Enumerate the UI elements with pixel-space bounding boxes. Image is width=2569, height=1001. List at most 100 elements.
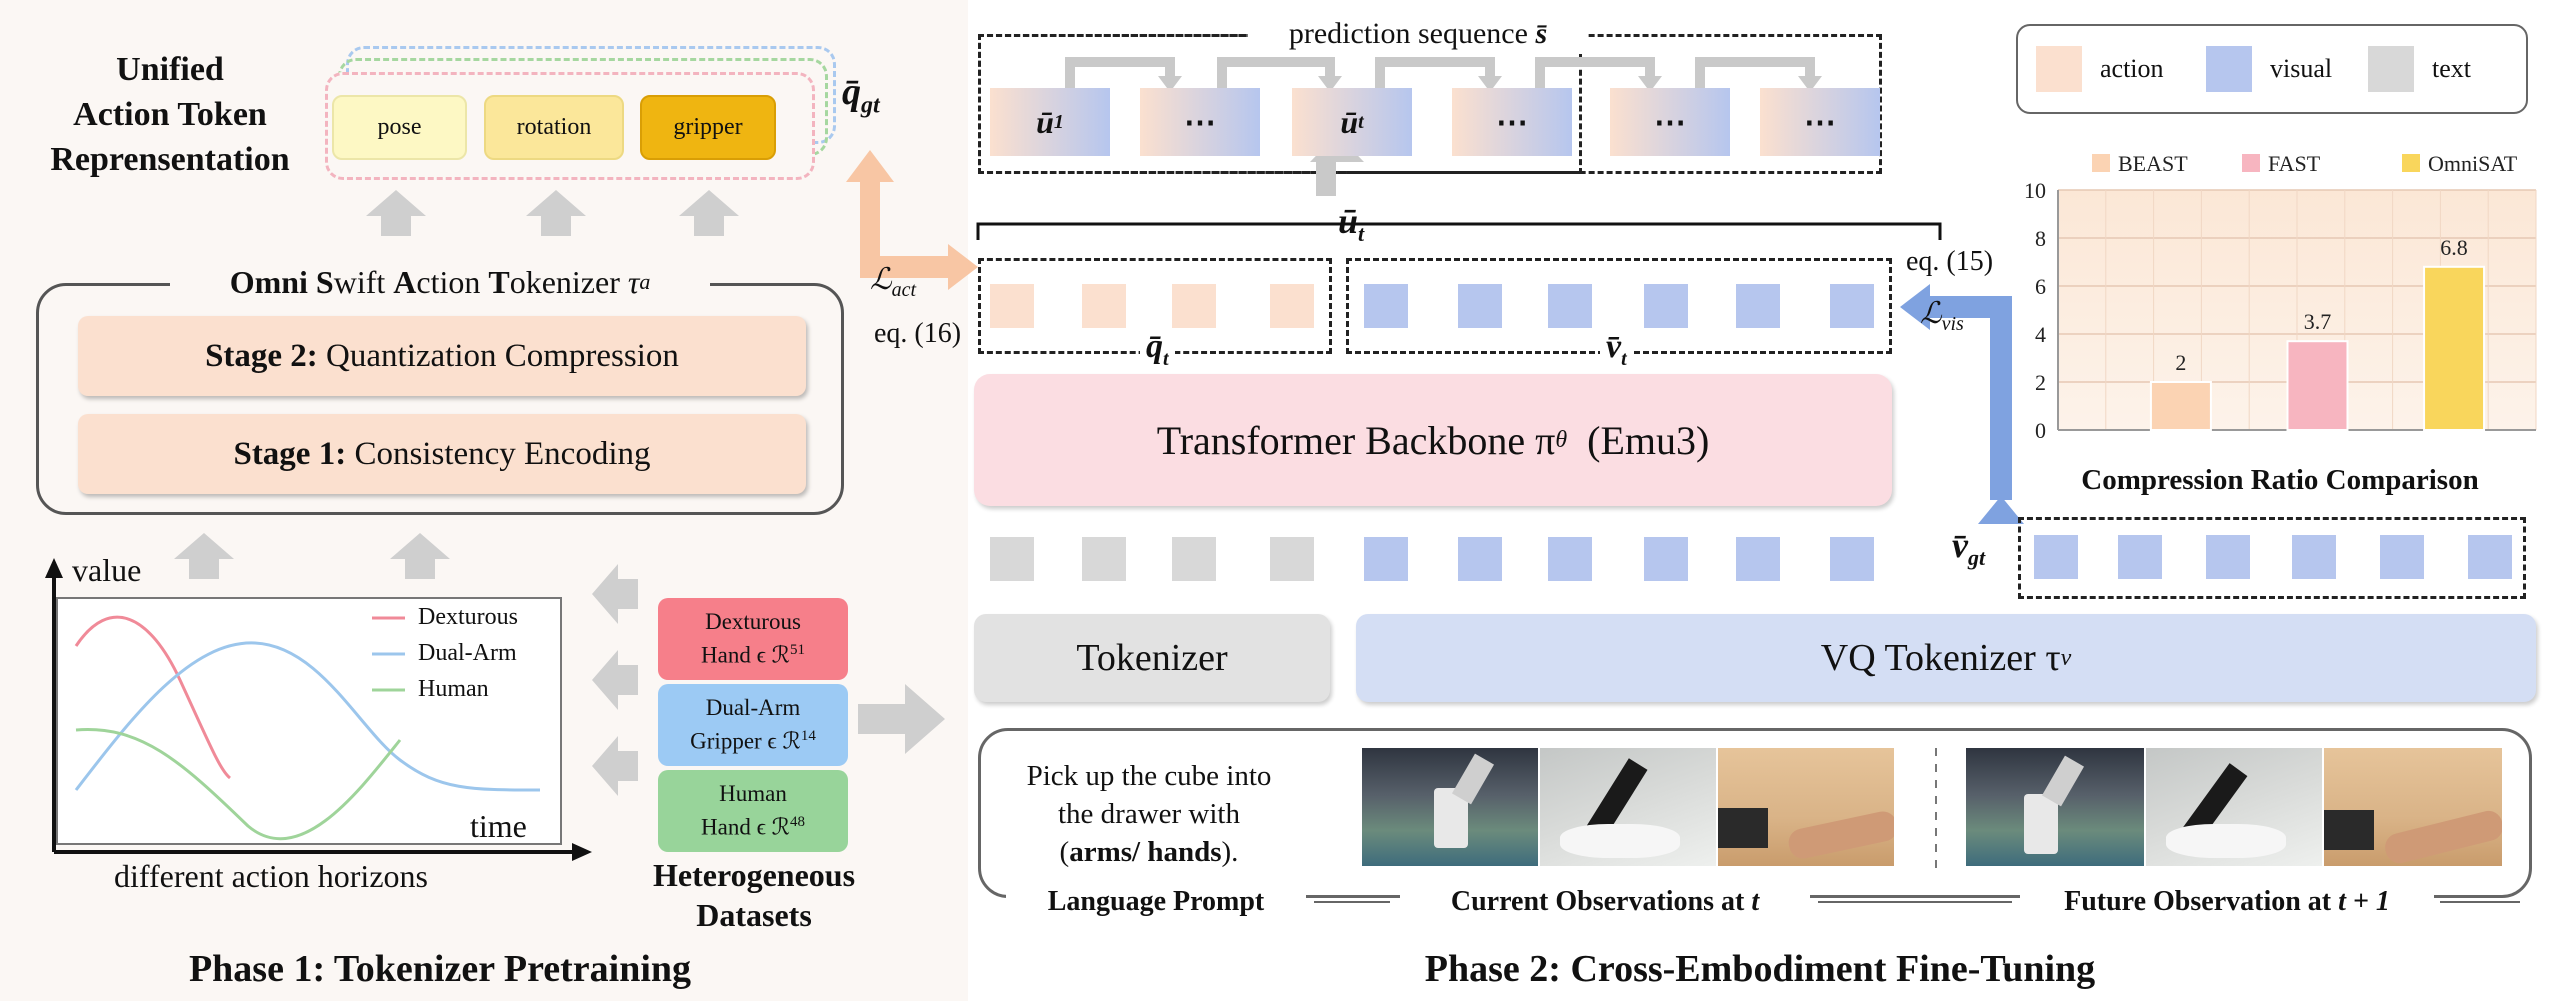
datasets-title-line2: Datasets (696, 897, 812, 933)
prompt-line-3: (arms/ hands). (1060, 833, 1239, 871)
dataset-human-line2: Hand ϵ ℛ (701, 814, 790, 840)
l-act-symbol: ℒ (870, 263, 892, 296)
q-t-sub: t (1163, 347, 1169, 370)
up-arrow-4 (174, 533, 234, 579)
prompt-text: Pick up the cube into the drawer with (a… (990, 744, 1308, 884)
text-token-4 (1270, 537, 1314, 581)
curve-dual-arm (74, 641, 541, 792)
plot-ylabel: value (72, 552, 142, 588)
chart-bar-value-label: 2 (2175, 350, 2186, 375)
connector-1 (1065, 57, 1175, 88)
l-act-arrow-right-head (948, 244, 978, 290)
future-observation-var: t + 1 (2338, 886, 2390, 917)
u-t-up-arrow (1316, 160, 1336, 196)
seq-token-3-sub: t (1358, 110, 1364, 133)
omnisat-title-omni: Omni (229, 263, 308, 300)
plot-xlabel: time (470, 808, 527, 844)
v-gt-symbol: v̄ (1952, 525, 1968, 565)
vq-tokenizer-label: VQ Tokenizer τ (1820, 637, 2061, 679)
dataset-dexterous-line2-wrap: Hand ϵ ℛ51 (701, 636, 805, 670)
seq-token-5-sym: ⋯ (1654, 104, 1686, 140)
seq-token-6: ⋯ (1760, 88, 1880, 156)
text-tokenizer: Tokenizer (974, 614, 1330, 702)
v-gt-token-3 (2206, 535, 2250, 579)
dataset-dual-arm-line1: Dual-Arm (705, 695, 801, 721)
plot-legend-human: Human (418, 676, 489, 702)
stage2-box: Stage 2: Quantization Compression (78, 316, 806, 396)
dataset-dexterous-line1: Dexturous (705, 609, 801, 635)
chart-title: Compression Ratio Comparison (2081, 463, 2479, 496)
cloth-f2 (2166, 824, 2286, 858)
curve-dexterous (74, 615, 232, 780)
omnisat-title-a: A (393, 263, 417, 300)
up-arrow-1 (366, 190, 426, 236)
omnisat-title-tau-sub: a (639, 269, 651, 294)
connector-2 (1217, 57, 1335, 88)
seq-token-2: ⋯ (1140, 88, 1260, 156)
l-act-label: ℒact (870, 262, 916, 302)
legend-swatch-text (2368, 46, 2414, 92)
chart-ytick-label: 2 (2035, 370, 2046, 395)
u-t-sub: t (1358, 221, 1365, 247)
token-chip-rotation-label: rotation (516, 114, 592, 140)
v-gt-sub: gt (1967, 545, 1986, 571)
current-obs-image-2 (1540, 748, 1716, 866)
omnisat-title-t: T (488, 263, 510, 300)
up-arrow-5 (390, 533, 450, 579)
v-token-1 (1364, 284, 1408, 328)
chart-bar-fast (2286, 340, 2349, 431)
current-obs-image-3 (1718, 748, 1894, 866)
prompt-bold: arms/ hands (1069, 836, 1222, 868)
l-act-arrow-vertical (860, 180, 880, 275)
phase1-title: Phase 1: Tokenizer Pretraining (188, 948, 692, 990)
current-observations-label: Current Observations at t (1400, 884, 1810, 920)
q-t-label: q̄t (1140, 328, 1175, 371)
sleeve-3 (1718, 808, 1768, 848)
legend-label-visual: visual (2270, 54, 2333, 83)
plot-y-axis-head (45, 558, 63, 578)
omnisat-title-okenizer: okenizer (509, 263, 628, 300)
text-token-1 (990, 537, 1034, 581)
plot-legend-dual-arm: Dual-Arm (418, 640, 517, 666)
chart-ytick-label: 0 (2035, 418, 2046, 443)
chart-bar-value-label: 3.7 (2304, 309, 2332, 334)
omnisat-title-tau: τ (627, 263, 640, 300)
visual-token-3 (1548, 537, 1592, 581)
future-obs-image-3 (2324, 748, 2502, 866)
sleeve-f3 (2324, 810, 2374, 850)
token-chip-gripper: gripper (640, 95, 776, 160)
v-token-6 (1830, 284, 1874, 328)
v-gt-frame (2018, 517, 2526, 599)
chart-legend-swatch-fast (2242, 154, 2260, 172)
prediction-sequence-label: prediction sequence s̄ (1248, 14, 1588, 54)
current-observations-var: t (1751, 886, 1760, 917)
legend-swatch-visual (2206, 46, 2252, 92)
q-gt-sub: gt (861, 92, 880, 119)
v-t-sub: t (1621, 347, 1627, 370)
up-arrow-2 (526, 190, 586, 236)
robot-hand-f1 (2024, 794, 2058, 854)
stage1-box: Stage 1: Consistency Encoding (78, 414, 806, 494)
unified-title-line-3: Reprensentation (50, 140, 290, 178)
v-gt-token-4 (2292, 535, 2336, 579)
q-gt-symbol: q̄ (842, 71, 861, 113)
prediction-label-text: prediction sequence (1288, 17, 1536, 50)
q-t-symbol: q̄ (1146, 328, 1163, 365)
right-arrow-to-phase2 (858, 684, 945, 754)
seq-token-4: ⋯ (1452, 88, 1572, 156)
u-t-label: ūt (1338, 200, 1364, 247)
unified-title-line-1: Unified (116, 50, 224, 88)
legend-label-action: action (2100, 54, 2164, 83)
dataset-human-sup: 48 (789, 814, 805, 831)
v-token-2 (1458, 284, 1502, 328)
plot-x-axis-head (572, 843, 592, 861)
connector-1-head (1158, 76, 1182, 92)
seq-token-1-sub: 1 (1053, 110, 1064, 133)
l-vis-arrow-vertical (1990, 296, 2012, 500)
